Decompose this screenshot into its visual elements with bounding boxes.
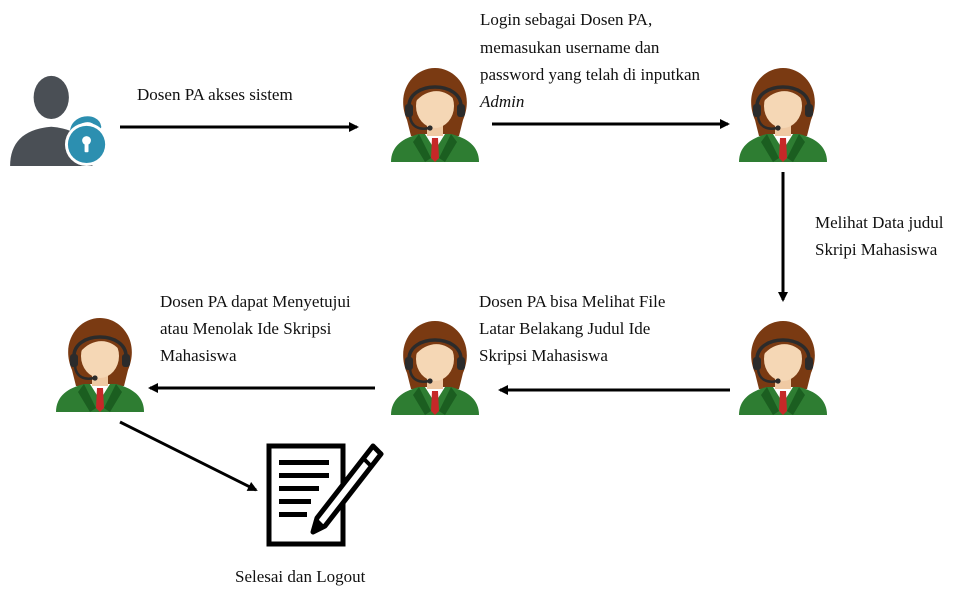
label-step1: Dosen PA akses sistem	[137, 85, 293, 104]
document-pen-icon	[262, 440, 384, 550]
label-step4-line2: Latar Belakang Judul Ide	[479, 319, 651, 338]
label-step4-line3: Skripsi Mahasiswa	[479, 346, 608, 365]
label-step2-line4: Admin	[480, 92, 525, 111]
label-step5-line1: Dosen PA dapat Menyetujui	[160, 292, 351, 311]
label-step2-line1: Login sebagai Dosen PA,	[480, 10, 653, 29]
label-step2-line2: memasukan username dan	[480, 38, 660, 57]
label-step2-line3: password yang telah di inputkan	[480, 65, 701, 84]
label-step3-line2: Skripi Mahasiswa	[815, 240, 938, 259]
operator-headset-icon	[50, 312, 150, 412]
label-step4-line1: Dosen PA bisa Melihat File	[479, 292, 666, 311]
operator-headset-icon	[733, 62, 833, 162]
label-step5-line3: Mahasiswa	[160, 346, 237, 365]
arrow-operator5-to-document	[119, 420, 258, 492]
label-step6: Selesai dan Logout	[235, 567, 366, 586]
user-unlock-icon	[10, 68, 118, 166]
operator-headset-icon	[385, 315, 485, 415]
label-step3-line1: Melihat Data judul	[815, 213, 944, 232]
operator-headset-icon	[385, 62, 485, 162]
label-step5-line2: atau Menolak Ide Skripsi	[160, 319, 332, 338]
operator-headset-icon	[733, 315, 833, 415]
